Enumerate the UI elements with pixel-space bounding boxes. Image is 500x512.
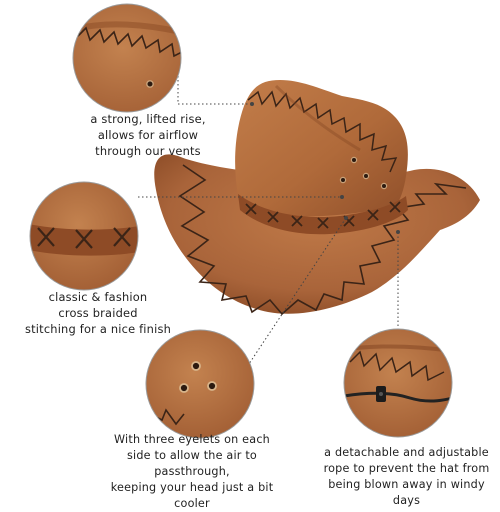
product-infographic: a strong, lifted rise, allows for airflo… [24,3,489,510]
detail-circle-vent [72,3,182,113]
eyelets-caption: With three eyelets on each side to allow… [110,433,274,510]
cowboy-hat [154,80,480,316]
stitching-caption: classic & fashion cross braided stitchin… [24,290,172,336]
infographic-artwork [29,3,480,439]
vent-caption: a strong, lifted rise, allows for airflo… [90,112,206,158]
band-cross-stitches [245,201,401,229]
detail-circle-stitching [29,181,139,291]
rope-caption: a detachable and adjustable rope to prev… [323,446,490,507]
leader-dots [250,102,400,234]
hat-crown [235,80,408,217]
crown-eyelets [339,156,388,190]
crown-stitching [247,90,398,173]
detail-circle-rope [343,328,453,438]
detail-circle-eyelets [145,329,255,439]
hat-band [238,194,408,235]
